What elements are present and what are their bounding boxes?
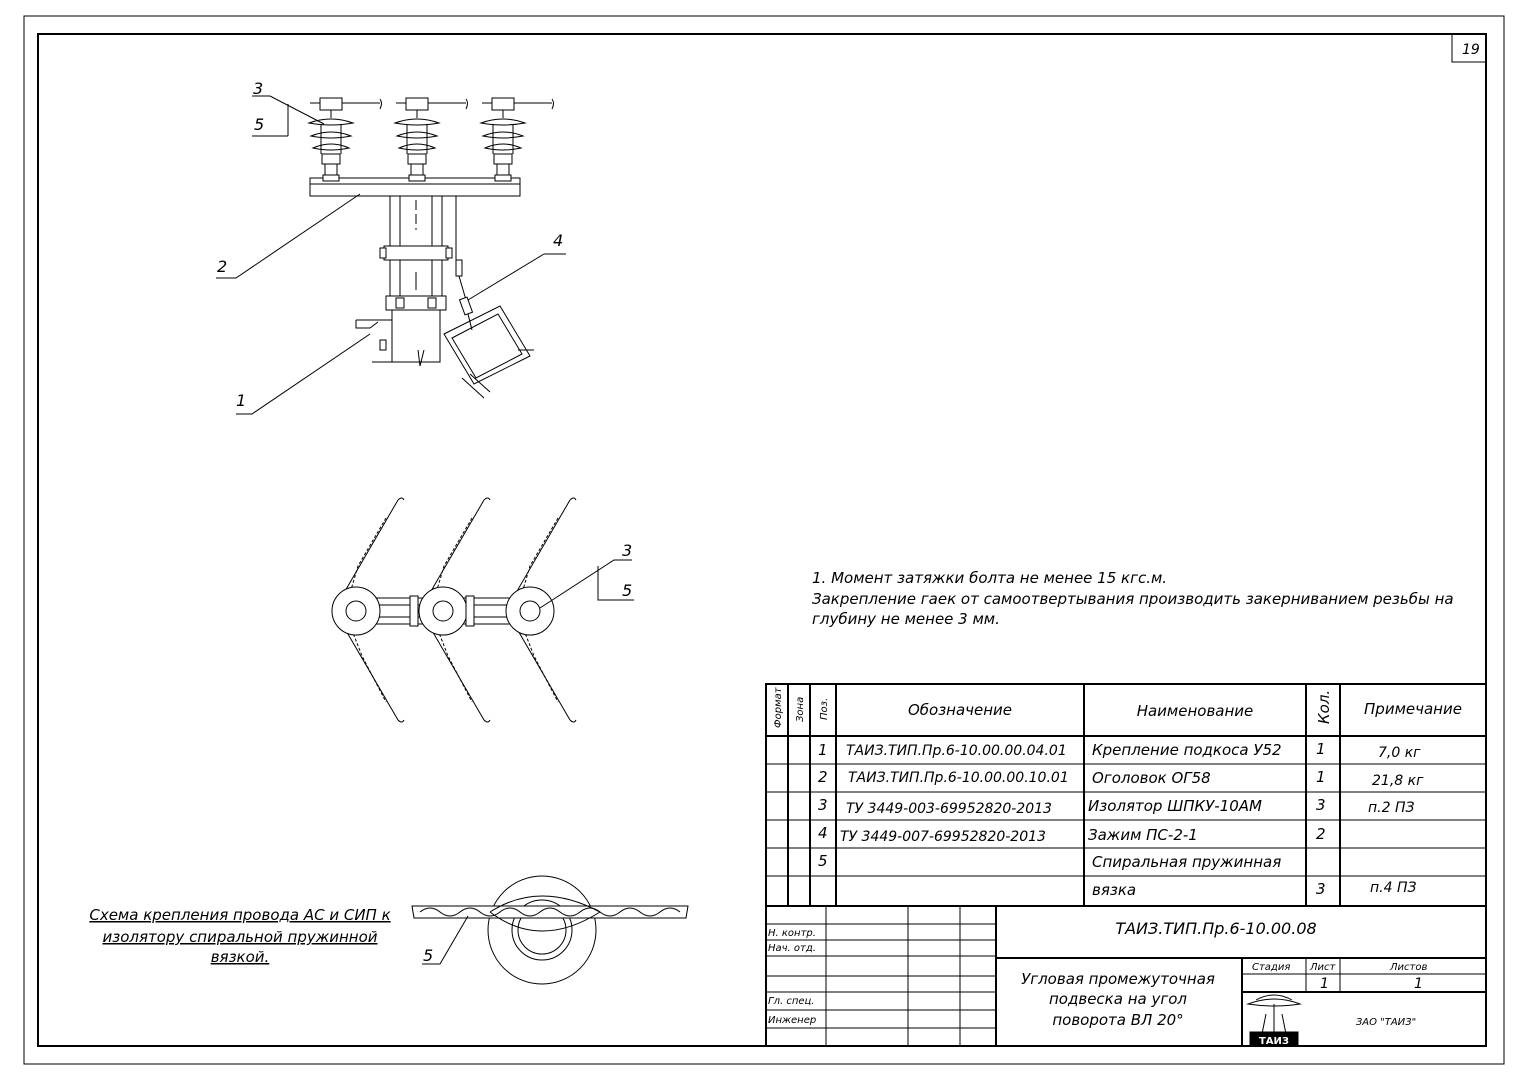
crossarm-head bbox=[309, 174, 521, 197]
pole-mount bbox=[355, 195, 474, 367]
sheet-value: 1 bbox=[1320, 976, 1329, 992]
row-qty: 3 bbox=[1316, 796, 1326, 814]
header-name: Наименование bbox=[1137, 702, 1254, 720]
header-pos: Поз. bbox=[819, 698, 830, 720]
row-designation: ТУ 3449-007-69952820-2013 bbox=[840, 829, 1046, 845]
row-designation: ТАИЗ.ТИП.Пр.6-10.00.00.04.01 bbox=[846, 743, 1067, 759]
insulator-icon bbox=[307, 97, 355, 179]
table-row: 2 ТАИЗ.ТИП.Пр.6-10.00.00.10.01 Оголовок … bbox=[818, 768, 1424, 789]
row-name: Крепление подкоса У52 bbox=[1092, 741, 1282, 759]
plan-view-drawing: 3 5 bbox=[331, 497, 634, 723]
tie-detail-drawing: 5 bbox=[411, 875, 689, 985]
header-zone: Зона bbox=[795, 697, 806, 722]
title-line-1: Угловая промежуточная bbox=[1021, 970, 1215, 988]
technical-notes: 1. Момент затяжки болта не менее 15 кгс.… bbox=[812, 569, 1454, 628]
title-line-3: поворота ВЛ 20° bbox=[1052, 1011, 1183, 1029]
header-note: Примечание bbox=[1364, 700, 1462, 718]
table-row: 3 ТУ 3449-003-69952820-2013 Изолятор ШПК… bbox=[818, 796, 1414, 817]
row-note: п.2 ПЗ bbox=[1368, 800, 1414, 816]
stage-label: Стадия bbox=[1252, 962, 1290, 973]
wire-clamp bbox=[443, 305, 534, 399]
callout-3-top: 3 bbox=[253, 79, 263, 98]
company-logo bbox=[1246, 994, 1302, 1047]
row-name: Изолятор ШПКУ-10АМ bbox=[1088, 797, 1262, 815]
row-designation: ТУ 3449-003-69952820-2013 bbox=[846, 801, 1052, 817]
role-n-control: Н. контр. bbox=[768, 928, 816, 939]
table-row: вязка 3 п.4 ПЗ bbox=[1092, 880, 1416, 899]
callout-4: 4 bbox=[553, 231, 563, 250]
title-line-2: подвеска на угол bbox=[1049, 990, 1187, 1008]
document-code: ТАИЗ.ТИП.Пр.6-10.00.08 bbox=[1115, 919, 1316, 938]
sheet-number-box: 19 bbox=[1451, 34, 1486, 63]
role-engineer: Инженер bbox=[768, 1015, 816, 1026]
table-row: 5 Спиральная пружинная bbox=[818, 852, 1281, 871]
callout-2: 2 bbox=[217, 257, 227, 276]
sheets-value: 1 bbox=[1414, 976, 1423, 992]
insulator-icon bbox=[479, 97, 527, 179]
row-pos: 3 bbox=[818, 796, 828, 814]
row-name: вязка bbox=[1092, 881, 1136, 899]
inner-frame bbox=[37, 33, 1487, 1047]
note-line-3: глубину не менее 3 мм. bbox=[812, 610, 1000, 628]
callout-5-mid: 5 bbox=[622, 581, 632, 600]
role-chief-spec: Гл. спец. bbox=[768, 996, 815, 1007]
callout-5-top: 5 bbox=[254, 115, 264, 134]
row-qty: 1 bbox=[1316, 768, 1326, 786]
role-head-dept: Нач. отд. bbox=[768, 943, 816, 954]
title-block: Н. контр. Нач. отд. Гл. спец. Инженер ТА… bbox=[765, 905, 1487, 1047]
row-note: 7,0 кг bbox=[1378, 745, 1421, 761]
row-qty: 2 bbox=[1316, 825, 1326, 843]
callout-1: 1 bbox=[236, 391, 246, 410]
row-pos: 4 bbox=[818, 824, 828, 842]
caption-line-1: Схема крепления провода АС и СИП к bbox=[89, 906, 390, 924]
row-name: Спиральная пружинная bbox=[1092, 853, 1281, 871]
note-line-1: 1. Момент затяжки болта не менее 15 кгс.… bbox=[812, 569, 1167, 587]
insulator-top-icon bbox=[331, 586, 381, 636]
row-note: 21,8 кг bbox=[1372, 773, 1424, 789]
logo-text: ТАИЗ bbox=[1259, 1036, 1289, 1047]
outer-frame bbox=[23, 15, 1505, 1065]
caption-line-3: вязкой. bbox=[211, 948, 270, 966]
callout-5-bottom: 5 bbox=[423, 946, 433, 965]
header-designation: Обозначение bbox=[908, 701, 1012, 719]
header-format: Формат bbox=[773, 686, 784, 728]
company-name: ЗАО "ТАИЗ" bbox=[1356, 1017, 1416, 1028]
insulator-top-icon bbox=[505, 586, 555, 636]
sheet-number: 19 bbox=[1462, 42, 1480, 58]
table-row: 4 ТУ 3449-007-69952820-2013 Зажим ПС-2-1… bbox=[818, 824, 1326, 845]
callout-3-mid: 3 bbox=[622, 541, 632, 560]
table-row: 1 ТАИЗ.ТИП.Пр.6-10.00.00.04.01 Крепление… bbox=[818, 740, 1421, 761]
caption-line-2: изолятору спиральной пружинной bbox=[102, 928, 377, 946]
row-pos: 5 bbox=[818, 852, 828, 870]
detail-caption: Схема крепления провода АС и СИП к изоля… bbox=[89, 906, 390, 966]
header-qty: Кол. bbox=[1315, 690, 1333, 724]
row-pos: 2 bbox=[818, 768, 828, 786]
sheets-label: Листов bbox=[1389, 962, 1427, 973]
front-view-drawing: 3 5 2 4 1 bbox=[216, 79, 566, 415]
row-designation: ТАИЗ.ТИП.Пр.6-10.00.00.10.01 bbox=[848, 770, 1069, 786]
insulator-top-icon bbox=[409, 586, 475, 636]
row-qty: 1 bbox=[1316, 740, 1326, 758]
row-qty: 3 bbox=[1316, 880, 1326, 898]
note-line-2: Закрепление гаек от самоотвертывания про… bbox=[812, 590, 1454, 608]
row-name: Оголовок ОГ58 bbox=[1092, 769, 1211, 787]
specification-table: Формат Зона Поз. Обозначение Наименовани… bbox=[765, 683, 1487, 907]
row-name: Зажим ПС-2-1 bbox=[1088, 826, 1198, 844]
row-note: п.4 ПЗ bbox=[1370, 880, 1416, 896]
insulator-icon bbox=[393, 97, 441, 179]
sheet-label: Лист bbox=[1309, 962, 1337, 973]
row-pos: 1 bbox=[818, 741, 828, 759]
